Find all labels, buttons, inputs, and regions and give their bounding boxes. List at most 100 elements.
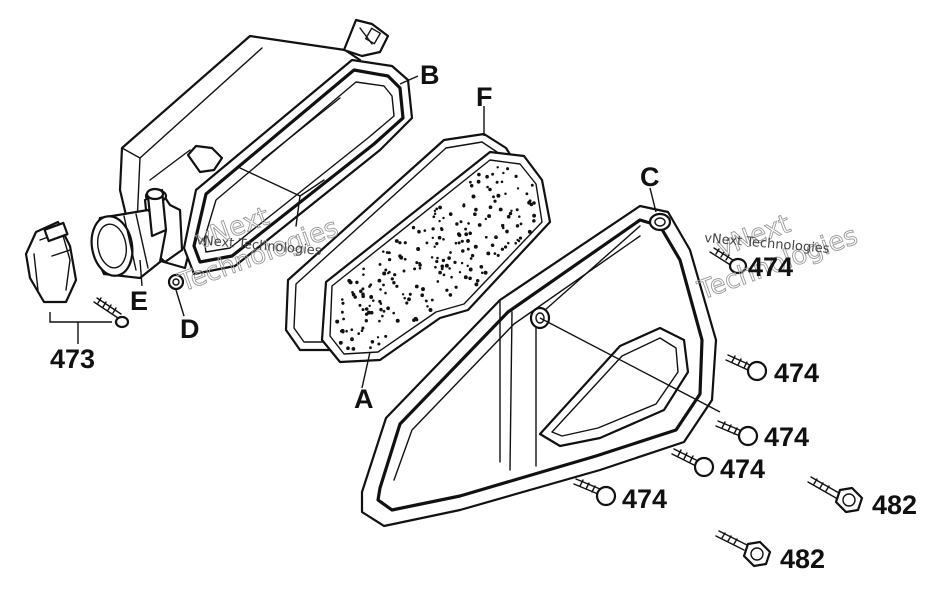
- filter-dot: [407, 297, 411, 302]
- filter-dot: [461, 249, 465, 253]
- label-a: A: [354, 384, 374, 414]
- filter-dot: [518, 236, 523, 240]
- filter-dot: [353, 295, 357, 299]
- filter-dot: [435, 259, 439, 264]
- leader-lines: [49, 75, 721, 413]
- filter-dot: [364, 319, 368, 323]
- filter-dot: [351, 347, 356, 351]
- filter-dot: [447, 256, 451, 260]
- filter-dot: [493, 252, 497, 255]
- filter-dot: [433, 245, 436, 248]
- filter-dot: [495, 180, 499, 184]
- filter-dot: [440, 227, 444, 232]
- label-482-upper: 482: [872, 490, 917, 520]
- filter-dot: [379, 307, 383, 312]
- filter-dot: [382, 250, 385, 253]
- filter-dot: [345, 329, 348, 333]
- filter-dot: [377, 342, 381, 346]
- filter-dot: [361, 287, 365, 291]
- filter-dot: [382, 309, 386, 313]
- filter-dot: [507, 241, 510, 245]
- filter-dot: [480, 271, 484, 275]
- filter-dot: [500, 180, 504, 184]
- filter-dot: [424, 299, 428, 303]
- filter-dot: [431, 236, 435, 240]
- filter-dot: [426, 305, 429, 308]
- label-c: C: [640, 162, 660, 192]
- filter-dot: [350, 328, 354, 332]
- filter-dot: [498, 207, 503, 212]
- filter-dot: [436, 256, 439, 260]
- filter-dot: [399, 255, 404, 260]
- filter-dot: [460, 261, 464, 265]
- screw-474-bottom: [573, 478, 617, 507]
- filter-dot: [504, 192, 507, 196]
- filter-dot: [445, 288, 449, 292]
- screw-474-mid: [725, 354, 768, 382]
- filter-dot: [418, 266, 422, 270]
- filter-dot: [395, 318, 400, 323]
- filter-dot: [435, 207, 439, 211]
- filter-dot: [428, 308, 433, 312]
- filter-dot: [459, 220, 463, 224]
- filter-dot: [466, 238, 470, 243]
- filter-dot: [416, 247, 421, 251]
- label-474-bottom: 474: [622, 484, 667, 514]
- filter-dot: [431, 227, 435, 231]
- filter-dot: [341, 298, 344, 301]
- filter-dot: [405, 301, 409, 305]
- filter-dot: [448, 212, 453, 216]
- filter-dot: [414, 284, 419, 289]
- filter-dot: [368, 285, 371, 288]
- filter-dot: [506, 167, 510, 171]
- filter-dot: [395, 284, 399, 288]
- screw-474-lower: [671, 448, 715, 478]
- filter-dot: [403, 241, 407, 245]
- filter-dot: [392, 311, 396, 315]
- label-d: D: [180, 314, 200, 344]
- filter-dot: [357, 332, 361, 335]
- filter-dot: [479, 264, 484, 269]
- filter-dot: [467, 222, 470, 225]
- filter-dot: [469, 184, 474, 188]
- filter-dot: [494, 235, 498, 240]
- filter-dot: [488, 187, 492, 192]
- filter-dot: [425, 241, 429, 245]
- filter-dot: [456, 232, 461, 236]
- filter-dot: [381, 314, 384, 318]
- clamp-screw: [93, 297, 130, 329]
- filter-dot: [369, 346, 372, 350]
- filter-dot: [455, 222, 459, 226]
- filter-dot: [473, 212, 477, 217]
- filter-dot: [335, 319, 340, 324]
- filter-dot: [394, 239, 399, 243]
- filter-dot: [382, 283, 385, 287]
- label-473: 473: [50, 344, 95, 374]
- filter-dot: [492, 195, 495, 199]
- label-482-lower: 482: [780, 544, 825, 574]
- filter-dot: [483, 270, 488, 275]
- filter-dot: [340, 328, 345, 333]
- filter-dot: [408, 292, 412, 296]
- filter-dot: [341, 301, 345, 305]
- filter-dot: [370, 339, 375, 344]
- filter-dot: [342, 317, 345, 321]
- filter-dot: [532, 201, 536, 205]
- intake-boot-e: [90, 187, 168, 280]
- filter-dot: [436, 280, 440, 283]
- part-labels: B F C E D A 473 474 474 474 474 474 482 …: [50, 60, 917, 574]
- filter-dot: [466, 264, 469, 268]
- filter-dot: [438, 219, 441, 223]
- filter-dot: [484, 217, 488, 221]
- filter-dot: [515, 224, 520, 228]
- filter-dot: [476, 179, 481, 184]
- filter-element-a: [320, 150, 552, 364]
- filter-dot: [448, 293, 453, 297]
- filter-dot: [450, 275, 453, 279]
- filter-dot: [440, 267, 444, 271]
- filter-dot: [473, 244, 478, 249]
- filter-dot: [454, 285, 458, 289]
- filter-dot: [378, 262, 382, 266]
- filter-dot: [457, 241, 461, 245]
- filter-dot: [421, 287, 425, 292]
